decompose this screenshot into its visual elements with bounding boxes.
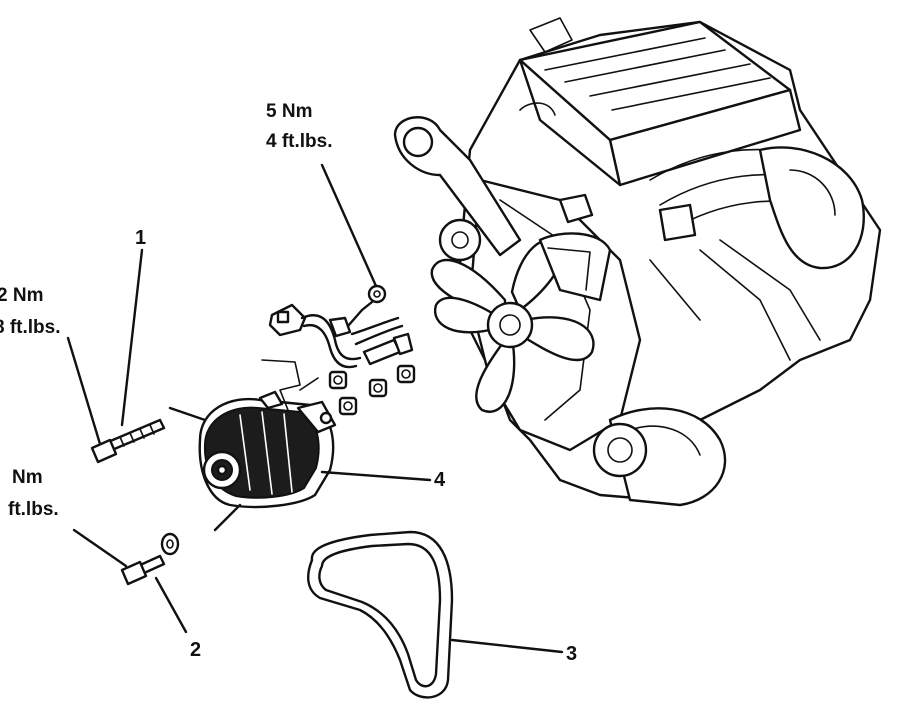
torque-spec-lower-left-ftlbs: ft.lbs. (8, 499, 59, 520)
callout-2: 2 (190, 639, 202, 661)
callout-leaders (66, 163, 564, 654)
torque-spec-lower-left-nm: Nm (12, 467, 43, 488)
hardware-parts (328, 284, 416, 416)
torque-spec-left-nm: 2 Nm (0, 285, 44, 306)
torque-spec-top-nm: 5 Nm (266, 101, 313, 122)
callout-1: 1 (135, 227, 147, 249)
drive-belt (307, 530, 454, 699)
alternator (198, 390, 337, 509)
bolt-2 (120, 532, 180, 586)
cooling-fan (430, 232, 612, 413)
bolt-1 (90, 418, 166, 464)
callout-4: 4 (434, 469, 446, 491)
torque-spec-top-ftlbs: 4 ft.lbs. (266, 131, 333, 152)
torque-spec-left-ftlbs: 8 ft.lbs. (0, 317, 61, 338)
wire-harness (268, 300, 404, 369)
engine-block (393, 17, 882, 507)
bolt-1-leader (168, 406, 207, 422)
callout-3: 3 (566, 643, 578, 665)
